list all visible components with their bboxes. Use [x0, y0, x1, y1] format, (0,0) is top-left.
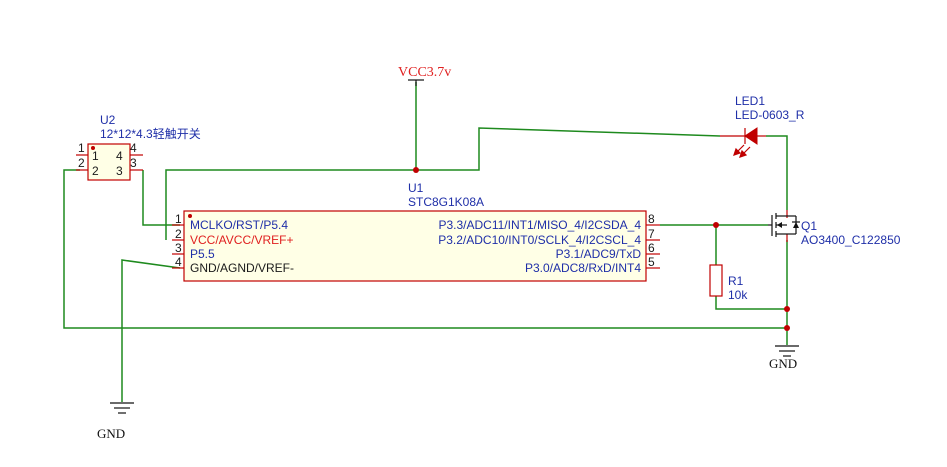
q1-arrow-icon: [777, 222, 782, 228]
u2-pin-outer-1: 1: [78, 141, 85, 155]
r1-resistor[interactable]: R1 10k: [709, 264, 748, 302]
wire-u2-to-gnd-rail: [63, 169, 787, 329]
u2-pin-outer-2: 2: [78, 156, 85, 170]
u1-pinname-5: P3.0/ADC8/RxD/INT4: [525, 261, 641, 275]
u1-pinname-6: P3.1/ADC9/TxD: [556, 247, 642, 261]
u2-designator: U2: [100, 113, 116, 127]
u1-value: STC8G1K08A: [408, 195, 484, 209]
u1-pinnum-5: 5: [648, 255, 655, 269]
u2-pin-outer-4: 4: [130, 141, 137, 155]
u2-value: 12*12*4.3轻触开关: [100, 127, 201, 141]
u1-body: [183, 210, 647, 282]
gnd-right-symbol[interactable]: GND: [769, 345, 799, 371]
led1-light-arrows-icon: [733, 144, 751, 158]
u1-pinname-3: P5.5: [190, 247, 215, 261]
u1-pinname-1: MCLKO/RST/P5.4: [190, 218, 288, 232]
u1-designator: U1: [408, 181, 424, 195]
wire-vcc-net: [165, 127, 721, 240]
wire-u1-gnd: [121, 259, 181, 402]
gnd-right-label: GND: [769, 356, 797, 371]
u1-pinnum-3: 3: [175, 241, 182, 255]
u2-pin-inner-3: 3: [116, 164, 123, 178]
junction-vcc: [413, 167, 419, 173]
r1-body: [709, 264, 723, 297]
wire-r1-to-source: [715, 296, 787, 310]
led1[interactable]: LED1 LED-0603_R: [720, 94, 805, 158]
u1-pinnum-4: 4: [175, 255, 182, 269]
q1-designator: Q1: [801, 219, 817, 233]
q1-diode-icon: [793, 222, 799, 228]
led1-value: LED-0603_R: [735, 108, 805, 122]
junction-source: [784, 306, 790, 312]
u1-pinname-7: P3.2/ADC10/INT0/SCLK_4/I2CSCL_4: [438, 233, 641, 247]
u1-pinnum-7: 7: [648, 227, 655, 241]
u2-pin-inner-4: 4: [116, 149, 123, 163]
u1-pinname-8: P3.3/ADC11/INT1/MISO_4/I2CSDA_4: [438, 218, 641, 232]
q1-mosfet[interactable]: Q1 AO3400_C122850: [768, 210, 901, 247]
wire-u2-to-rst: [142, 170, 180, 226]
vcc-symbol[interactable]: VCC3.7v: [398, 65, 451, 86]
u1-pinnum-6: 6: [648, 241, 655, 255]
u2-switch[interactable]: 1 2 1 2 4 3 4 3 U2 12*12*4.3轻触开关: [76, 113, 201, 181]
u1-pinnum-1: 1: [175, 212, 182, 226]
junction-gate: [713, 222, 719, 228]
u1-pinnum-2: 2: [175, 227, 182, 241]
u2-pin-inner-1: 1: [92, 149, 99, 163]
led1-designator: LED1: [735, 94, 765, 108]
r1-designator: R1: [728, 274, 744, 288]
u2-pin-inner-2: 2: [92, 164, 99, 178]
u2-body: [87, 143, 131, 181]
u2-pin-outer-3: 3: [130, 156, 137, 170]
vcc-label: VCC3.7v: [398, 65, 451, 80]
u1-pinname-2: VCC/AVCC/VREF+: [190, 233, 293, 247]
u1-mcu[interactable]: 1 2 3 4 MCLKO/RST/P5.4 VCC/AVCC/VREF+ P5…: [172, 181, 660, 282]
u1-pinnum-8: 8: [648, 212, 655, 226]
u1-pin1-marker: [188, 214, 192, 218]
led1-triangle: [744, 127, 758, 145]
gnd-left-symbol[interactable]: GND: [97, 402, 134, 441]
q1-value: AO3400_C122850: [801, 233, 901, 247]
junction-gnd-rail: [784, 325, 790, 331]
u2-pin1-marker: [91, 146, 95, 150]
wire-led-to-q1: [766, 135, 788, 210]
u1-pinname-4: GND/AGND/VREF-: [190, 261, 294, 275]
gnd-left-label: GND: [97, 426, 125, 441]
r1-value: 10k: [728, 288, 748, 302]
